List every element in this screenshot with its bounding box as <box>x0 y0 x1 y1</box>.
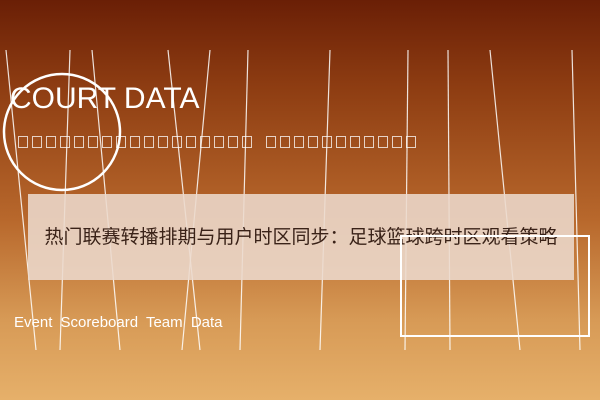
placeholder-glyph <box>280 136 290 148</box>
placeholder-glyph <box>228 136 238 148</box>
placeholder-glyph <box>350 136 360 148</box>
placeholder-glyph <box>364 136 374 148</box>
placeholder-glyph <box>336 136 346 148</box>
placeholder-glyph <box>186 136 196 148</box>
placeholder-glyph <box>32 136 42 148</box>
placeholder-glyph <box>88 136 98 148</box>
placeholder-glyph <box>322 136 332 148</box>
placeholder-glyph <box>392 136 402 148</box>
placeholder-glyph <box>158 136 168 148</box>
placeholder-glyph <box>172 136 182 148</box>
court-line <box>5 49 37 351</box>
placeholder-glyph <box>130 136 140 148</box>
placeholder-glyph <box>200 136 210 148</box>
article-title: 热门联赛转播排期与用户时区同步：足球篮球跨时区观看策略 <box>44 226 558 248</box>
title-banner: 热门联赛转播排期与用户时区同步：足球篮球跨时区观看策略 <box>28 194 574 280</box>
placeholder-glyph <box>242 136 252 148</box>
placeholder-glyph-row <box>18 136 416 148</box>
placeholder-glyph <box>266 136 276 148</box>
brand-logo-text: COURT DATA <box>10 82 200 115</box>
placeholder-gap <box>256 136 262 148</box>
placeholder-glyph <box>60 136 70 148</box>
decorative-frame <box>400 235 590 337</box>
placeholder-glyph <box>74 136 84 148</box>
placeholder-glyph <box>378 136 388 148</box>
placeholder-glyph <box>406 136 416 148</box>
placeholder-glyph <box>46 136 56 148</box>
placeholder-glyph <box>294 136 304 148</box>
court-line <box>571 49 581 351</box>
placeholder-glyph <box>144 136 154 148</box>
placeholder-glyph <box>116 136 126 148</box>
placeholder-glyph <box>102 136 112 148</box>
placeholder-glyph <box>308 136 318 148</box>
placeholder-glyph <box>18 136 28 148</box>
tagline: Event Scoreboard Team Data <box>14 314 223 331</box>
placeholder-glyph <box>214 136 224 148</box>
court-circle <box>2 72 122 192</box>
